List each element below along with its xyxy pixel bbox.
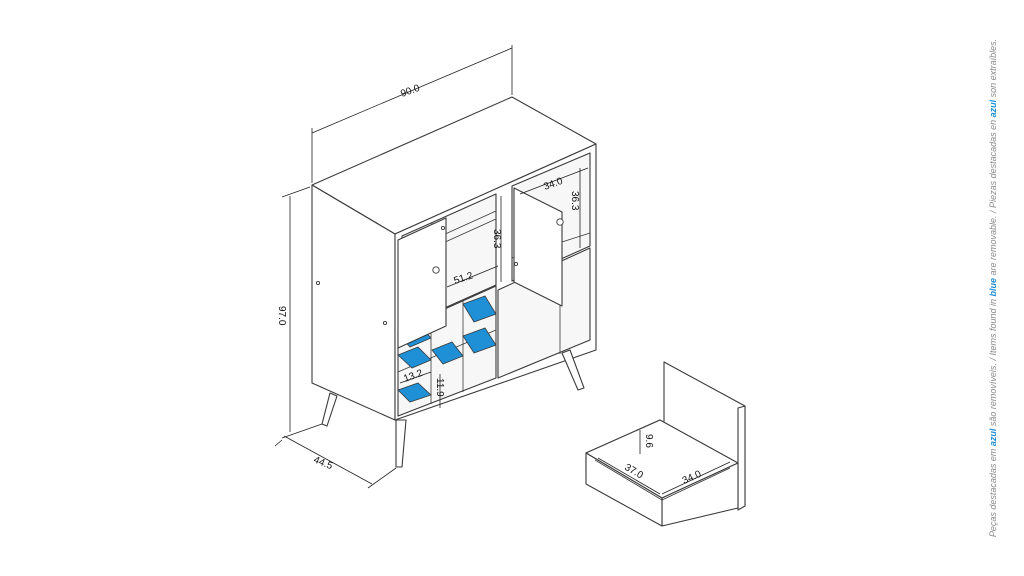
removable-parts-note: Peças destacadas em azul são removíveis.… (988, 18, 998, 558)
removable-shelf (397, 346, 432, 369)
door-hinge (440, 225, 446, 231)
note-es-highlight: azul (988, 99, 998, 118)
drawer-front-edge (737, 405, 746, 511)
note-en-prefix: Items found in (988, 296, 998, 356)
dim-drawer-height-label: 9.6 (643, 434, 654, 448)
dim-height-label: 97.0 (276, 306, 287, 326)
drawer (585, 361, 746, 527)
dim-door-height-left-label: 36.3 (491, 229, 502, 249)
note-es-suffix: son extraíbles. (988, 38, 998, 100)
drawer-inner-edge (594, 459, 731, 501)
drawer-back-side (585, 452, 663, 527)
door-knob (556, 218, 564, 226)
note-pt-prefix: Peças destacadas em (988, 446, 998, 538)
cabinet (311, 96, 597, 468)
leg-back-left (321, 392, 338, 427)
removable-shelf (431, 341, 464, 365)
note-separator: / (988, 207, 998, 216)
door-hinge (513, 261, 519, 267)
left-door (397, 217, 447, 349)
drawer-dimension-lines (597, 430, 731, 495)
removable-shelf (462, 327, 497, 354)
removable-shelf (462, 295, 497, 323)
removable-shelf (397, 382, 432, 403)
dim-cubby-height-label: 11.9 (434, 378, 445, 397)
dim-door-height-right-label: 36.3 (569, 191, 580, 211)
note-en-suffix: are removable. (988, 215, 998, 278)
dimension-lines (274, 45, 589, 489)
dim-width-label: 90.0 (399, 83, 421, 100)
leg-front-right (561, 349, 585, 391)
door-knob (432, 266, 440, 274)
side-hole (315, 280, 321, 286)
right-door (513, 187, 563, 307)
leg-front-left (395, 419, 407, 468)
note-pt-suffix: são removíveis. (988, 363, 998, 429)
dim-depth-label: 44.5 (312, 455, 335, 473)
side-hole (382, 320, 388, 326)
note-en-highlight: blue (988, 277, 998, 297)
note-separator: / (988, 355, 998, 364)
note-pt-highlight: azul (988, 428, 998, 447)
note-es-prefix: Piezas destacadas en (988, 117, 998, 208)
